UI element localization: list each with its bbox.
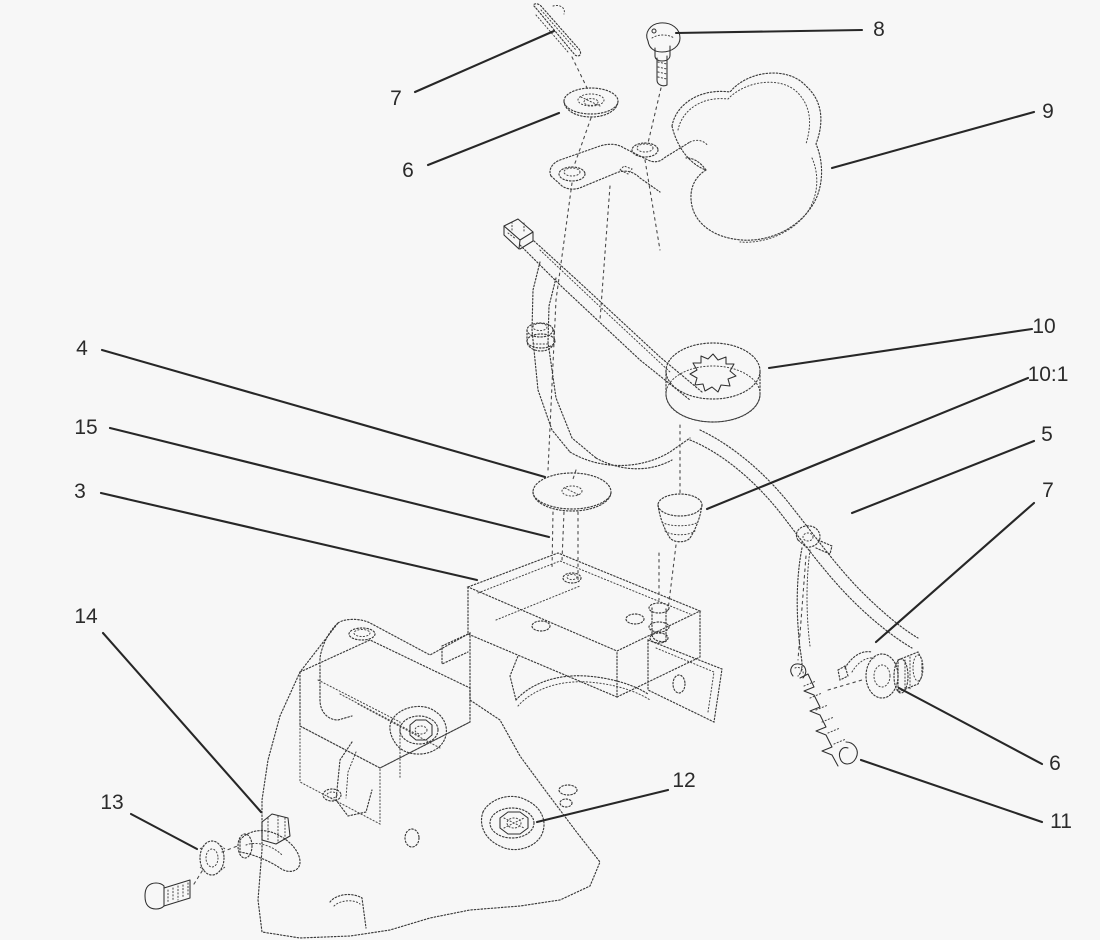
leader-3: [99, 491, 479, 582]
callout-8: 8: [873, 18, 885, 41]
leader-10: [767, 327, 1034, 370]
leader-12: [535, 788, 670, 824]
callout-labels: 8 7 9 6 10 10:1 4 5 15 3 7 14 6 12 13 11: [74, 18, 1072, 833]
callout-13: 13: [100, 791, 123, 814]
part-cam-arm-tab: [549, 139, 709, 193]
part-hex-nut-12: [481, 795, 545, 851]
part-center-boss: [389, 705, 447, 755]
callout-4: 4: [76, 337, 88, 360]
leader-5: [850, 439, 1036, 515]
callout-14: 14: [74, 605, 98, 628]
callout-11: 11: [1050, 810, 1072, 833]
callout-3: 3: [74, 480, 86, 503]
leader-15: [108, 426, 551, 539]
part-extension-spring: [790, 663, 858, 767]
leader-7-top: [413, 29, 556, 94]
leader-6-right: [897, 686, 1044, 766]
callout-7-top: 7: [390, 87, 402, 110]
leader-lines: [99, 28, 1044, 851]
part-splined-hub: [665, 342, 761, 423]
part-bolt-and-lock-washer: [144, 840, 241, 910]
callout-12: 12: [672, 769, 695, 792]
part-rubber-bushing: [657, 424, 703, 611]
leader-7-right: [874, 501, 1036, 644]
part-mounting-bracket: [441, 552, 723, 723]
leader-14: [101, 631, 263, 814]
part-large-flat-washer: [532, 469, 612, 581]
leader-6-top: [426, 111, 561, 167]
callout-6-top: 6: [402, 159, 414, 182]
callout-10-1: 10:1: [1028, 363, 1069, 386]
callout-9: 9: [1042, 100, 1054, 123]
callout-7-right: 7: [1042, 479, 1054, 502]
part-transmission-housing: [257, 618, 601, 939]
callout-10: 10: [1032, 315, 1055, 338]
part-stud-on-bracket: [648, 552, 670, 644]
leader-11: [859, 758, 1044, 824]
part-pivot-stud: [237, 813, 301, 872]
callout-6-right: 6: [1049, 752, 1061, 775]
part-rod-end-and-fasteners: [795, 525, 924, 699]
leader-13: [129, 812, 199, 851]
part-cotter-pin-top: [533, 3, 582, 57]
leader-4: [100, 348, 547, 479]
leader-10-1: [705, 376, 1030, 511]
assembly-axis-lines: [547, 56, 662, 471]
callout-15: 15: [74, 416, 97, 439]
part-hex-bolt-8: [646, 22, 681, 87]
part-cam-plate: [671, 72, 823, 243]
part-flat-washer-top: [563, 87, 619, 118]
leader-9: [830, 110, 1036, 170]
leader-8: [674, 28, 864, 35]
callout-5: 5: [1041, 423, 1053, 446]
